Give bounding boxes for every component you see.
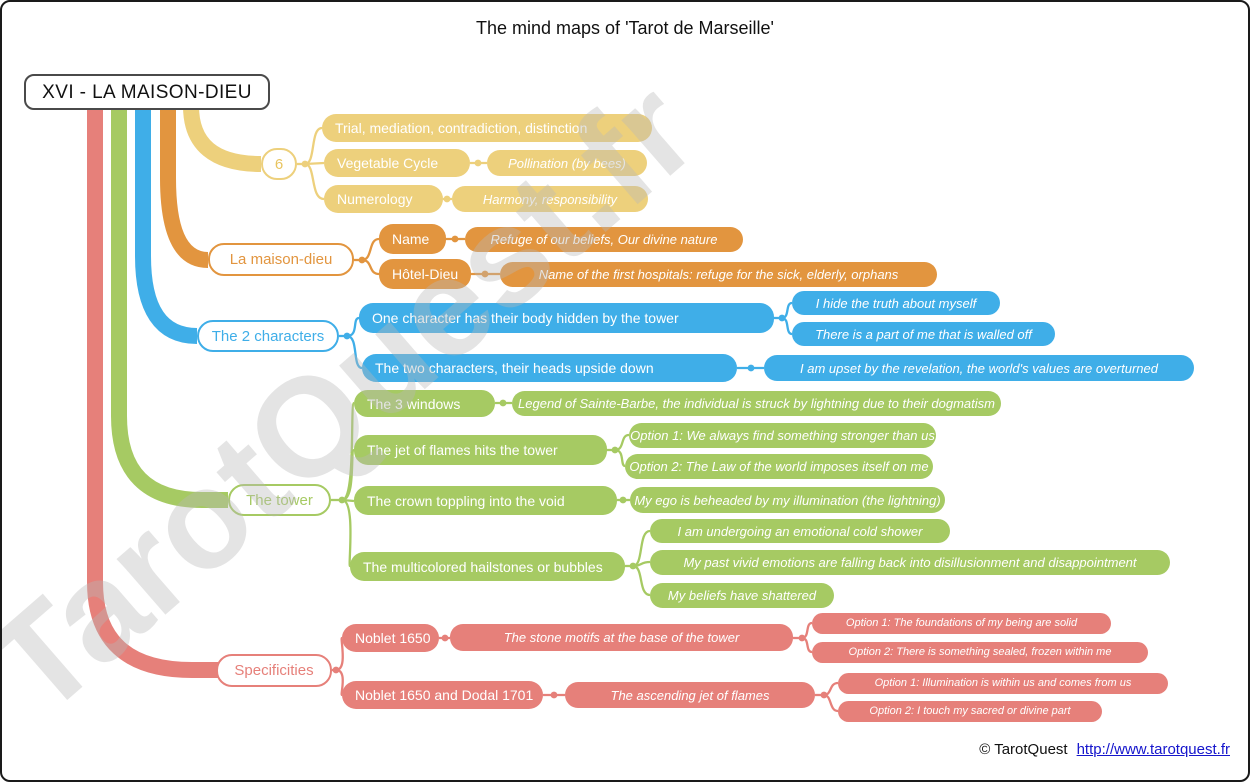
topic-specificities[interactable]: Specificities — [216, 654, 332, 687]
node-hotel-dieu[interactable]: Hôtel-Dieu — [379, 259, 471, 289]
node-character-hidden[interactable]: One character has their body hidden by t… — [359, 303, 774, 333]
note-legend-sainte-barbe[interactable]: Legend of Sainte-Barbe, the individual i… — [512, 391, 1001, 416]
note-cold-shower[interactable]: I am undergoing an emotional cold shower — [650, 519, 950, 543]
footer: © TarotQuest http://www.tarotquest.fr — [979, 741, 1230, 758]
node-vegetable-cycle[interactable]: Vegetable Cycle — [324, 149, 470, 177]
page-title: The mind maps of 'Tarot de Marseille' — [476, 18, 774, 38]
node-3-windows[interactable]: The 3 windows — [354, 390, 495, 417]
node-noblet-dodal[interactable]: Noblet 1650 and Dodal 1701 — [342, 681, 543, 709]
note-ego-beheaded[interactable]: My ego is beheaded by my illumination (t… — [630, 487, 945, 513]
note-ascending-jet[interactable]: The ascending jet of flames — [565, 682, 815, 708]
note-pollination[interactable]: Pollination (by bees) — [487, 150, 647, 176]
note-hide-truth[interactable]: I hide the truth about myself — [792, 291, 1000, 315]
topic-the-2-characters[interactable]: The 2 characters — [197, 320, 339, 352]
note-first-hospitals[interactable]: Name of the first hospitals: refuge for … — [500, 262, 937, 287]
note-stone-motifs[interactable]: The stone motifs at the base of the towe… — [450, 624, 793, 651]
node-trial-mediation[interactable]: Trial, mediation, contradiction, distinc… — [322, 114, 652, 142]
node-noblet-1650[interactable]: Noblet 1650 — [342, 624, 439, 652]
topic-six[interactable]: 6 — [261, 148, 297, 180]
topic-the-tower[interactable]: The tower — [228, 484, 331, 516]
note-jet-option-2[interactable]: Option 2: The Law of the world imposes i… — [625, 454, 933, 479]
node-heads-upside-down[interactable]: The two characters, their heads upside d… — [362, 354, 737, 382]
node-numerology[interactable]: Numerology — [324, 185, 443, 213]
topic-la-maison-dieu[interactable]: La maison-dieu — [208, 243, 354, 276]
footer-copyright: © TarotQuest — [979, 741, 1068, 758]
note-walled-off[interactable]: There is a part of me that is walled off — [792, 322, 1055, 346]
note-sacred-divine[interactable]: Option 2: I touch my sacred or divine pa… — [838, 701, 1102, 722]
note-jet-option-1[interactable]: Option 1: We always find something stron… — [629, 423, 936, 448]
note-sealed-frozen[interactable]: Option 2: There is something sealed, fro… — [812, 642, 1148, 663]
note-beliefs-shattered[interactable]: My beliefs have shattered — [650, 583, 834, 608]
note-harmony-responsibility[interactable]: Harmony, responsibility — [452, 186, 648, 212]
footer-link[interactable]: http://www.tarotquest.fr — [1076, 741, 1230, 758]
note-foundations-solid[interactable]: Option 1: The foundations of my being ar… — [812, 613, 1111, 634]
note-illumination-within[interactable]: Option 1: Illumination is within us and … — [838, 673, 1168, 694]
node-crown-toppling[interactable]: The crown toppling into the void — [354, 486, 617, 515]
note-upset-by-revelation[interactable]: I am upset by the revelation, the world'… — [764, 355, 1194, 381]
node-jet-of-flames[interactable]: The jet of flames hits the tower — [354, 435, 607, 465]
node-multicolored-hailstones[interactable]: The multicolored hailstones or bubbles — [350, 552, 625, 581]
root-node[interactable]: XVI - LA MAISON-DIEU — [24, 74, 270, 110]
note-past-emotions[interactable]: My past vivid emotions are falling back … — [650, 550, 1170, 575]
note-refuge-of-beliefs[interactable]: Refuge of our beliefs, Our divine nature — [465, 227, 743, 252]
node-name[interactable]: Name — [379, 224, 446, 254]
